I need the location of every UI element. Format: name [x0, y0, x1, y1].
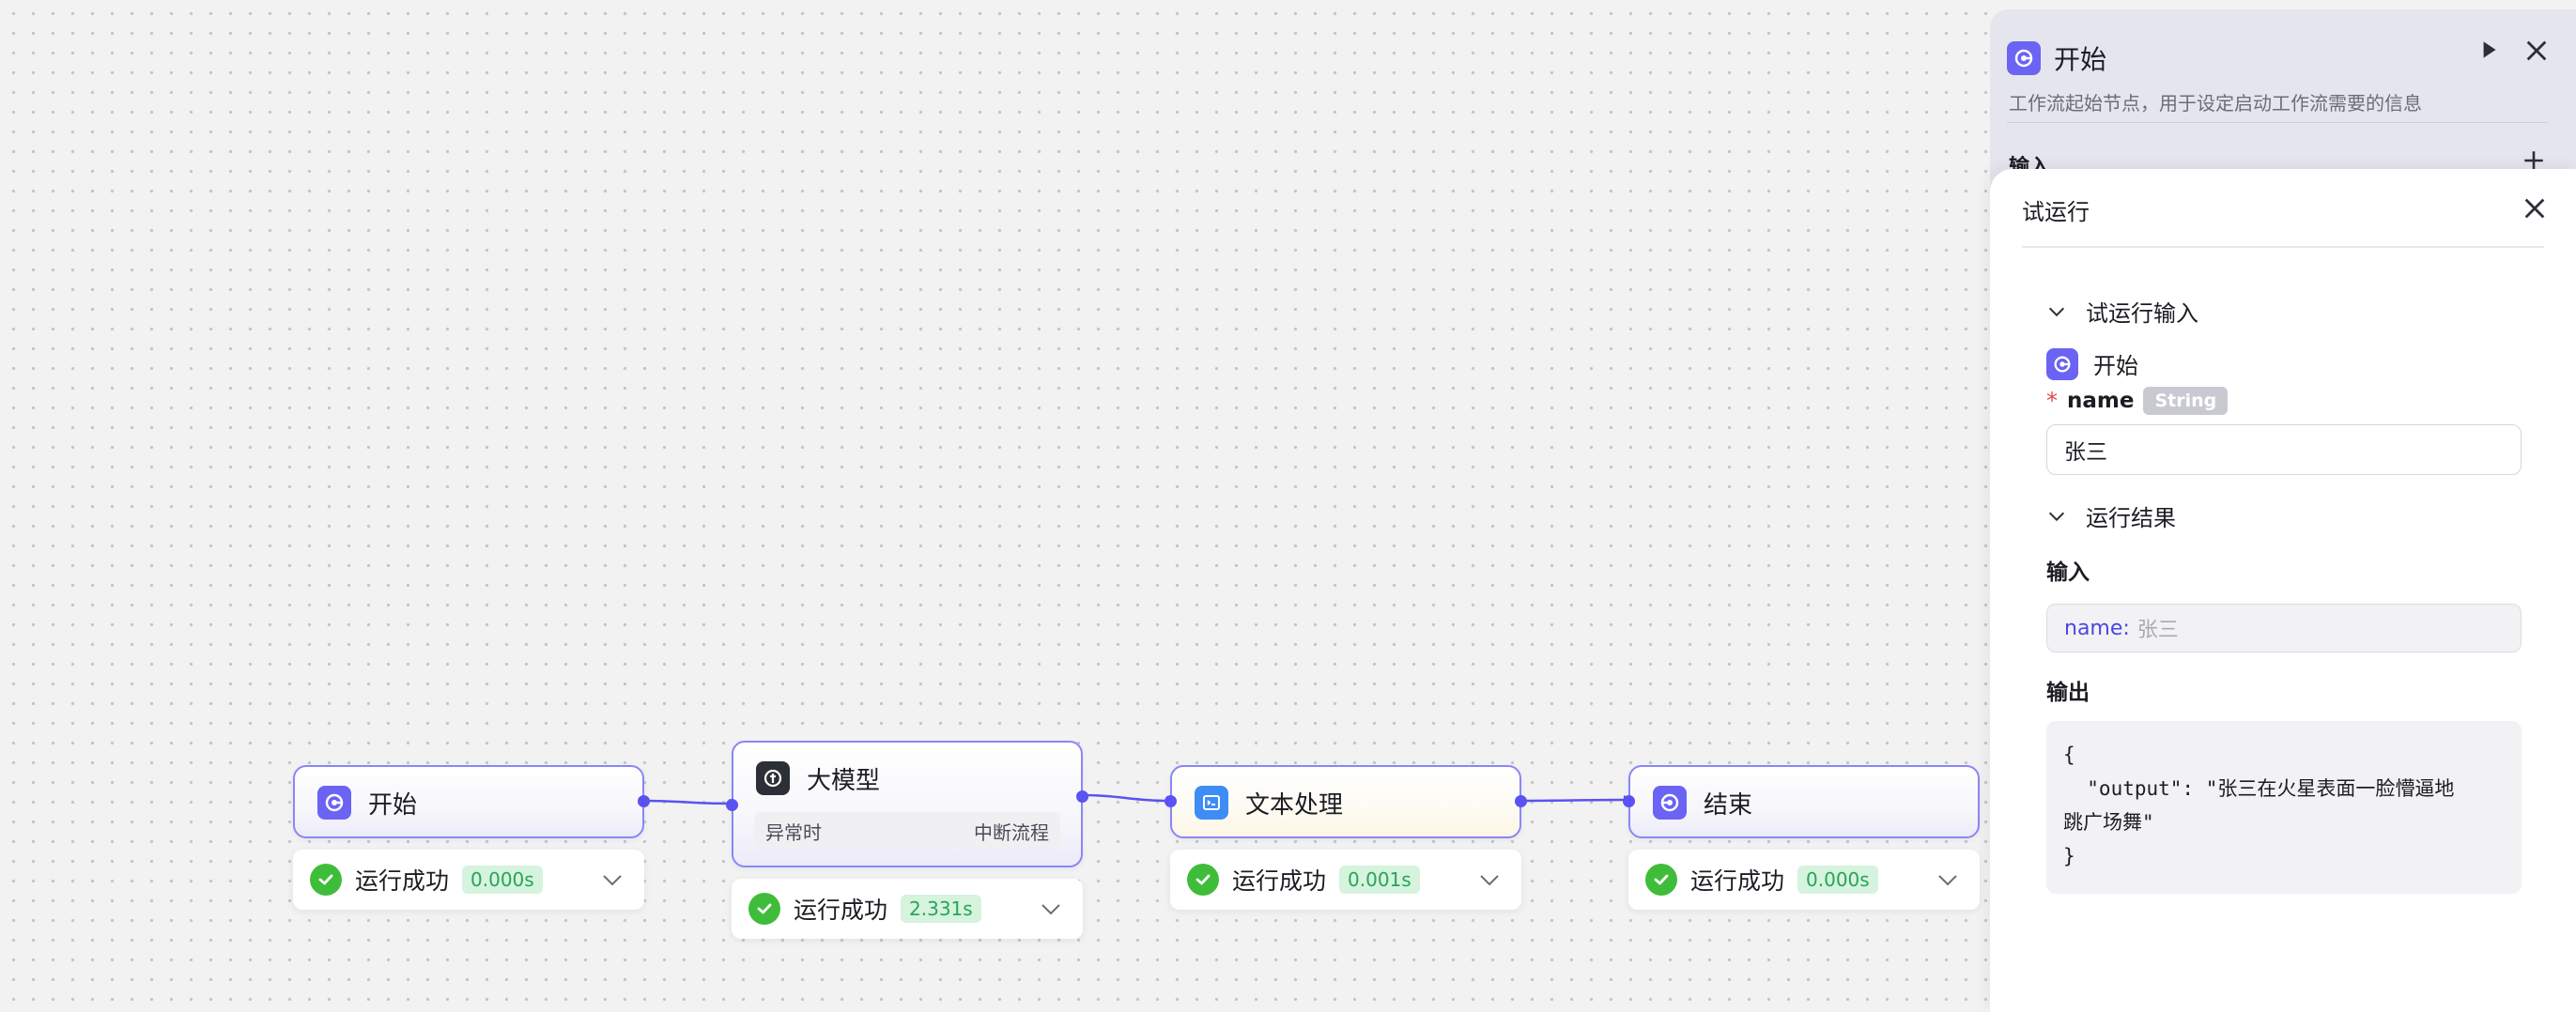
- start-icon: [2046, 347, 2078, 380]
- type-badge: String: [2143, 387, 2229, 415]
- output-port[interactable]: [1076, 790, 1088, 803]
- chevron-down-icon: [2048, 307, 2065, 316]
- node-header: 文本处理: [1195, 767, 1343, 838]
- chevron-down-icon: [2048, 512, 2065, 521]
- chevron-down-icon[interactable]: [601, 868, 624, 891]
- input-readonly: name: 张三: [2046, 604, 2522, 652]
- node-status-end[interactable]: 运行成功 0.000s: [1628, 850, 1980, 910]
- node-status-start[interactable]: 运行成功 0.000s: [293, 850, 644, 910]
- time-badge: 0.000s: [462, 866, 543, 894]
- success-check-icon: [1187, 864, 1219, 896]
- input-heading: 输入: [2046, 560, 2090, 585]
- chevron-down-icon[interactable]: [1936, 868, 1959, 891]
- name-input[interactable]: 张三: [2046, 424, 2522, 475]
- node-llm[interactable]: 大模型 异常时 中断流程: [726, 741, 1088, 867]
- test-run-title: 试运行: [2022, 199, 2090, 225]
- node-title: 开始: [368, 790, 418, 820]
- status-text: 运行成功: [1232, 867, 1327, 895]
- node-title: 大模型: [807, 766, 881, 795]
- node-start[interactable]: 开始: [293, 765, 650, 838]
- exception-row[interactable]: 异常时 中断流程: [754, 812, 1060, 850]
- output-line: {: [2063, 744, 2075, 766]
- edge-start-llm: [643, 799, 730, 805]
- status-text: 运行成功: [794, 897, 888, 924]
- start-icon: [317, 786, 351, 820]
- input-port[interactable]: [1623, 795, 1635, 807]
- node-end[interactable]: 结束: [1623, 765, 1980, 838]
- close-icon[interactable]: [2522, 195, 2548, 222]
- status-text: 运行成功: [355, 867, 450, 895]
- time-badge: 2.331s: [901, 895, 981, 923]
- test-run-panel: 试运行 试运行输入 开始 * name String 张三 运行结果 输入 na…: [1990, 169, 2576, 1012]
- node-header: 结束: [1653, 767, 1752, 838]
- success-check-icon: [310, 864, 342, 896]
- chevron-down-icon[interactable]: [1040, 897, 1062, 920]
- node-title: 结束: [1704, 790, 1753, 820]
- start-node-row: 开始: [2046, 347, 2138, 380]
- close-icon[interactable]: [2523, 38, 2550, 64]
- field-label: * name String: [2046, 387, 2229, 415]
- output-line: "output": "张三在火星表面一脸懵逼地: [2063, 777, 2455, 800]
- node-header: 开始: [317, 767, 417, 838]
- node-text-process[interactable]: 文本处理: [1165, 765, 1527, 838]
- panel-description: 工作流起始节点，用于设定启动工作流需要的信息: [2009, 92, 2422, 115]
- edge-text-end: [1520, 798, 1626, 803]
- input-port[interactable]: [1165, 795, 1177, 807]
- section-title: 运行结果: [2086, 505, 2176, 531]
- panel-title: 开始: [2054, 44, 2107, 75]
- time-badge: 0.000s: [1797, 866, 1878, 894]
- panel-header: 开始: [2007, 32, 2106, 84]
- output-heading: 输出: [2046, 681, 2090, 705]
- field-name: name: [2067, 389, 2135, 413]
- input-port[interactable]: [726, 799, 738, 811]
- success-check-icon: [1645, 864, 1677, 896]
- node-status-llm[interactable]: 运行成功 2.331s: [732, 879, 1083, 939]
- end-icon: [1653, 786, 1687, 820]
- chevron-down-icon[interactable]: [1478, 868, 1501, 891]
- exception-label: 异常时: [765, 820, 822, 844]
- node-title: 文本处理: [1245, 790, 1344, 820]
- start-node-label: 开始: [2093, 353, 2138, 379]
- model-icon: [756, 761, 790, 795]
- text-process-icon: [1195, 786, 1228, 820]
- exception-action: 中断流程: [974, 820, 1049, 844]
- status-text: 运行成功: [1690, 867, 1785, 895]
- output-json: { "output": "张三在火星表面一脸懵逼地 跳广场舞" }: [2046, 721, 2522, 894]
- workflow-canvas[interactable]: 开始 运行成功 0.000s 大模型 异常时 中断流程 运行成功 2.331s: [0, 0, 1989, 1012]
- node-status-text[interactable]: 运行成功 0.001s: [1170, 850, 1521, 910]
- section-title: 试运行输入: [2086, 300, 2198, 327]
- input-key: name:: [2064, 616, 2130, 640]
- output-line: 跳广场舞": [2063, 811, 2154, 834]
- divider: [2007, 122, 2548, 123]
- divider: [2022, 246, 2544, 248]
- output-port[interactable]: [1515, 795, 1527, 807]
- run-result-toggle[interactable]: 运行结果: [2046, 499, 2176, 532]
- play-icon[interactable]: [2476, 38, 2501, 62]
- input-value: 张三: [2136, 619, 2179, 642]
- time-badge: 0.001s: [1339, 866, 1420, 894]
- output-port[interactable]: [638, 795, 650, 807]
- required-mark: *: [2046, 388, 2058, 414]
- output-line: }: [2063, 845, 2075, 867]
- test-run-input-toggle[interactable]: 试运行输入: [2046, 295, 2198, 328]
- node-header: 大模型: [756, 743, 880, 814]
- success-check-icon: [748, 893, 780, 925]
- start-icon: [2007, 41, 2041, 75]
- add-icon[interactable]: [2522, 148, 2546, 173]
- edge-llm-text: [1082, 793, 1169, 803]
